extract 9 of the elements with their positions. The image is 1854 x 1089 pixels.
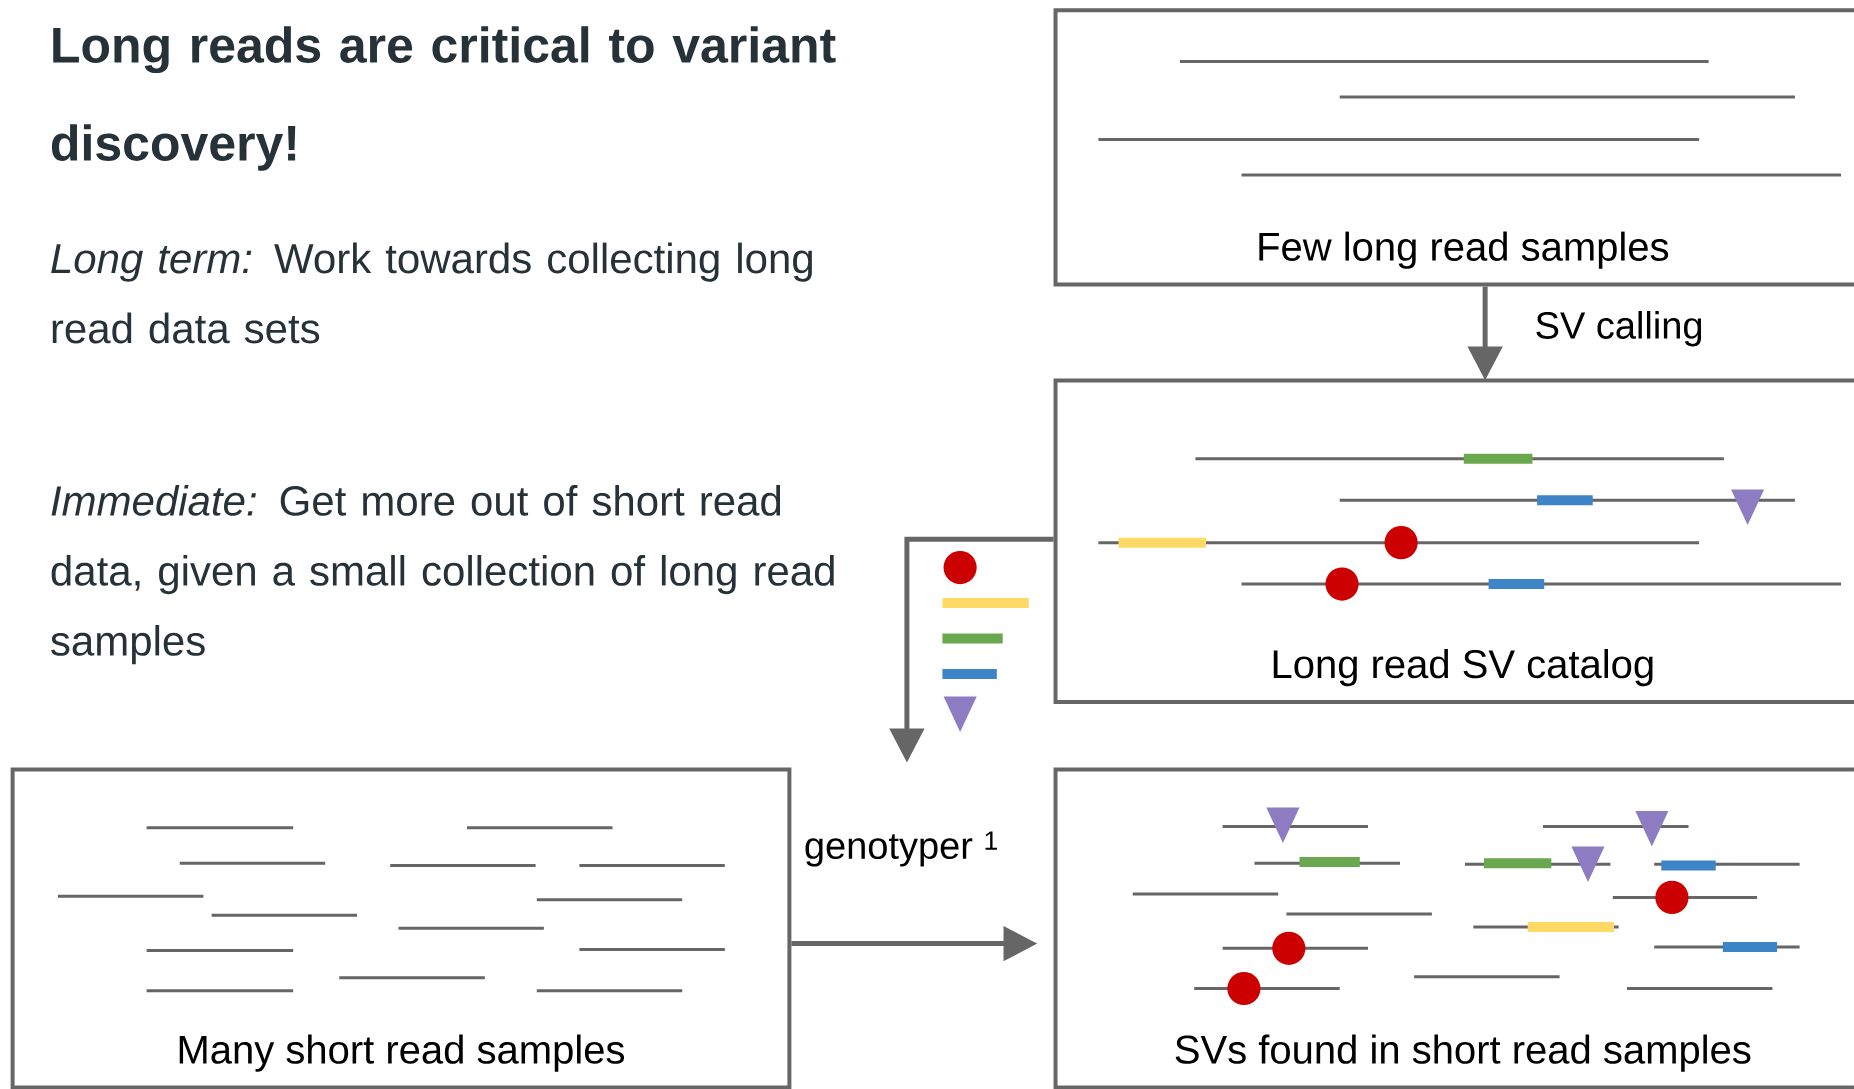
panel-box: Few long read samples (1053, 8, 1854, 287)
panel-box: Many short read samples (10, 767, 792, 1089)
title: Long reads are critical to variant discovery! (51, 26, 836, 171)
edge-label: genotyper $^{1}$ (805, 831, 997, 867)
edge-label: SV calling (1536, 311, 1702, 347)
panel-box: Long read SV catalog (1053, 378, 1854, 704)
paragraph: Long term: Work towards collecting long read data sets (51, 242, 812, 344)
panel-box: SVs found in short read samples (1053, 767, 1854, 1089)
paragraph: Immediate: Get more out of short read data, given a small collection of long read samples (51, 485, 834, 665)
